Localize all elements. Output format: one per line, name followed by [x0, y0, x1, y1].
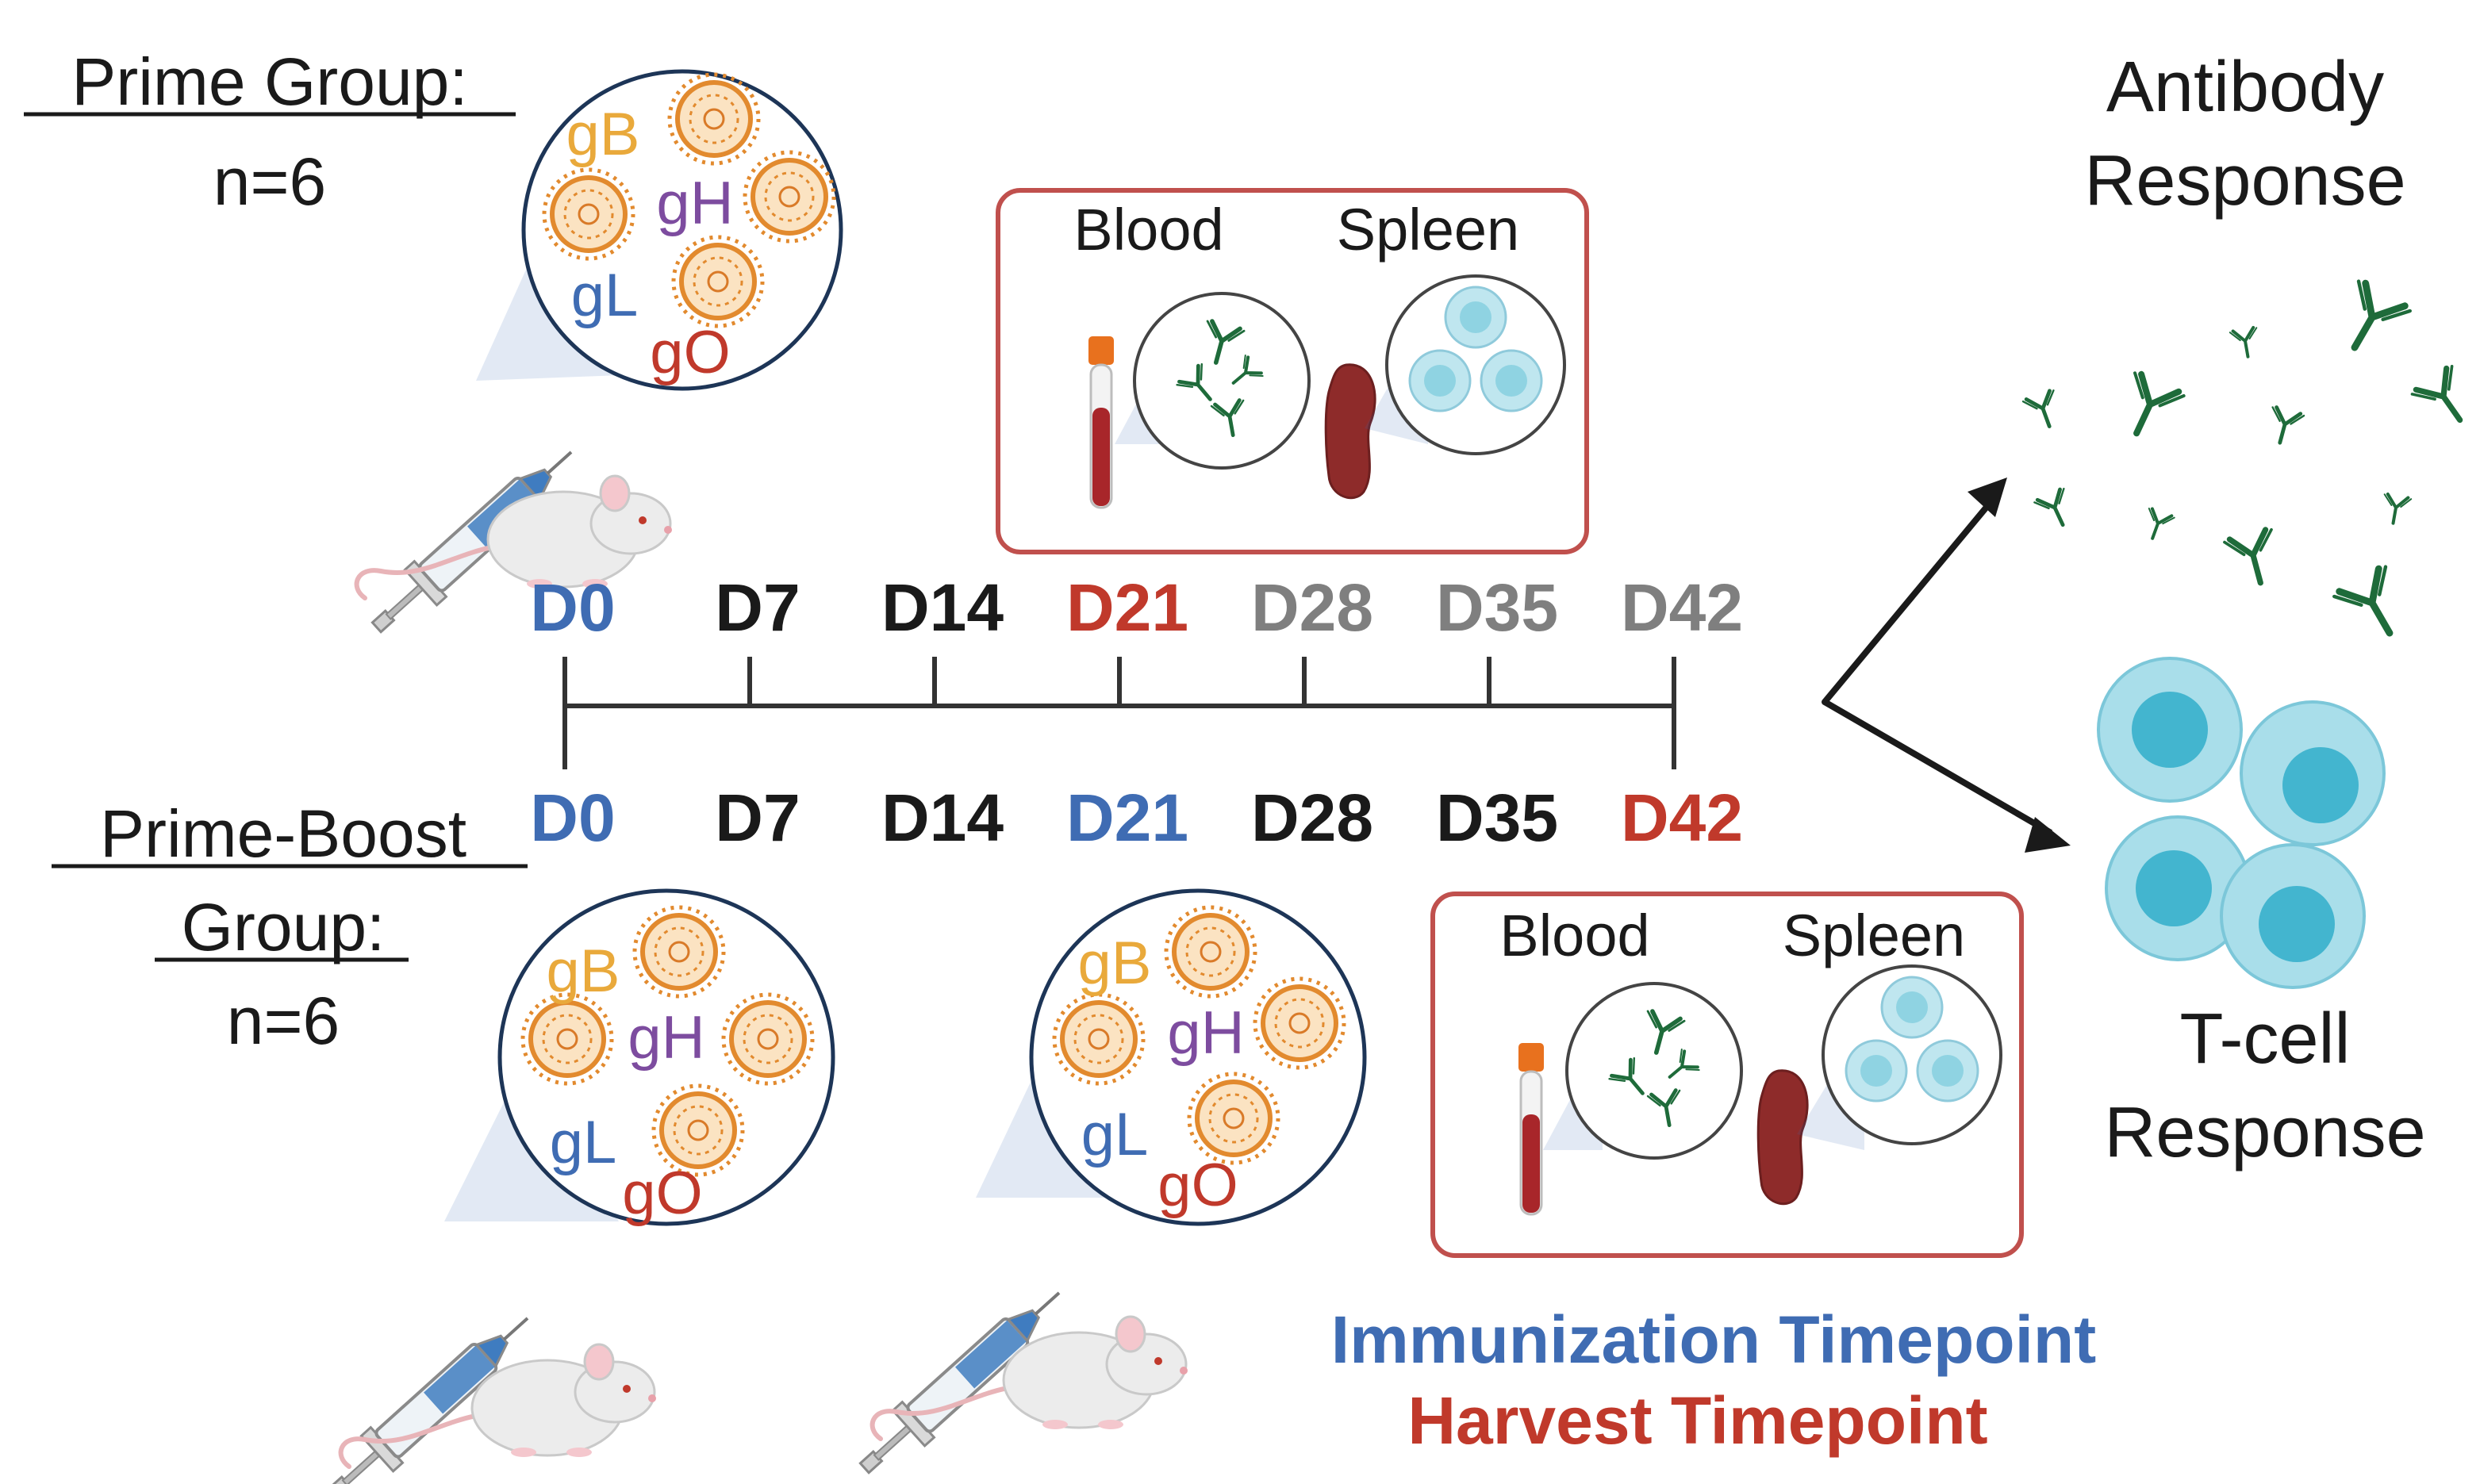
bottom-day-label-d7: D7	[715, 780, 800, 855]
prime-boost-vaccine-circle-2: gB gH gL gO	[1029, 888, 1367, 1226]
tcell-response-line1: T-cell	[2179, 999, 2350, 1079]
tcell-cluster	[2097, 657, 2386, 989]
prime-group-n: n=6	[213, 144, 327, 219]
top-day-label-d0: D0	[530, 570, 615, 645]
antibody-response-line1: Antibody	[2106, 48, 2384, 127]
spleen-icon	[1324, 363, 1376, 500]
harvest-d21-blood-label: Blood	[1073, 197, 1223, 263]
legend-harvest: Harvest Timepoint	[1407, 1383, 1987, 1458]
harvest-d42-blood-label: Blood	[1499, 903, 1649, 968]
antigen-gH-label: gH	[1167, 999, 1244, 1067]
bottom-day-label-d42: D42	[1621, 780, 1743, 855]
prime-boost-group-title-line1: Prime-Boost	[100, 796, 466, 871]
harvest-box-d21: Blood Spleen	[996, 188, 1589, 554]
tcell-icon	[2220, 843, 2366, 989]
antibody-response-line2: Response	[2084, 141, 2405, 220]
antibody-cluster	[2023, 280, 2480, 648]
prime-vaccine-circle: gB gH gL gO	[521, 69, 843, 391]
blood-tube-icon	[1087, 335, 1115, 509]
tcell-response-line2: Response	[2104, 1093, 2425, 1172]
legend-immunization: Immunization Timepoint	[1331, 1302, 2096, 1377]
antibody-zoom-circle	[1133, 292, 1311, 470]
prime-boost-vaccine-circle-1: gB gH gL gO	[497, 888, 835, 1227]
tcell-icon	[2240, 700, 2386, 846]
antigen-gH-label: gH	[656, 170, 733, 237]
bottom-day-label-d14: D14	[881, 780, 1004, 855]
bottom-day-label-d0: D0	[530, 780, 615, 855]
bottom-day-label-d21: D21	[1066, 780, 1188, 855]
antigen-gL-label: gL	[571, 262, 639, 329]
top-day-label-d28: D28	[1251, 570, 1373, 645]
antigen-gL-label: gL	[550, 1109, 617, 1176]
prime-boost-group-n: n=6	[227, 984, 340, 1058]
tcell-icon	[2097, 657, 2243, 803]
antigen-gL-label: gL	[1081, 1101, 1149, 1168]
outcome-arrows	[1822, 477, 2071, 853]
harvest-box-d42: Blood Spleen	[1430, 892, 2024, 1258]
antigen-gB-label: gB	[547, 938, 620, 1005]
top-day-label-d14: D14	[881, 570, 1004, 645]
antigen-gB-label: gB	[1078, 930, 1152, 997]
antigen-gH-label: gH	[628, 1004, 704, 1072]
spleen-icon	[1756, 1069, 1809, 1206]
antigen-gO-label: gO	[622, 1160, 702, 1227]
top-day-label-d7: D7	[715, 570, 800, 645]
antigen-gO-label: gO	[1157, 1152, 1238, 1219]
harvest-d21-spleen-label: Spleen	[1337, 197, 1519, 263]
harvest-d42-spleen-label: Spleen	[1783, 903, 1965, 968]
top-day-label-d21: D21	[1066, 570, 1188, 645]
bottom-day-labels: D0 D7 D14 D21 D28 D35 D42	[530, 780, 1743, 855]
bottom-day-label-d35: D35	[1436, 780, 1558, 855]
blood-tube-icon	[1517, 1041, 1545, 1216]
antigen-gB-label: gB	[566, 101, 640, 168]
top-day-labels: D0 D7 D14 D21 D28 D35 D42	[530, 570, 1743, 645]
tcell-icon	[2105, 815, 2251, 961]
antibody-zoom-circle	[1565, 982, 1743, 1160]
top-day-label-d42: D42	[1621, 570, 1743, 645]
antigen-gO-label: gO	[650, 319, 730, 386]
prime-group-title: Prime Group:	[71, 44, 468, 119]
prime-boost-group-title-line2: Group:	[182, 890, 386, 964]
top-day-label-d35: D35	[1436, 570, 1558, 645]
bottom-day-label-d28: D28	[1251, 780, 1373, 855]
